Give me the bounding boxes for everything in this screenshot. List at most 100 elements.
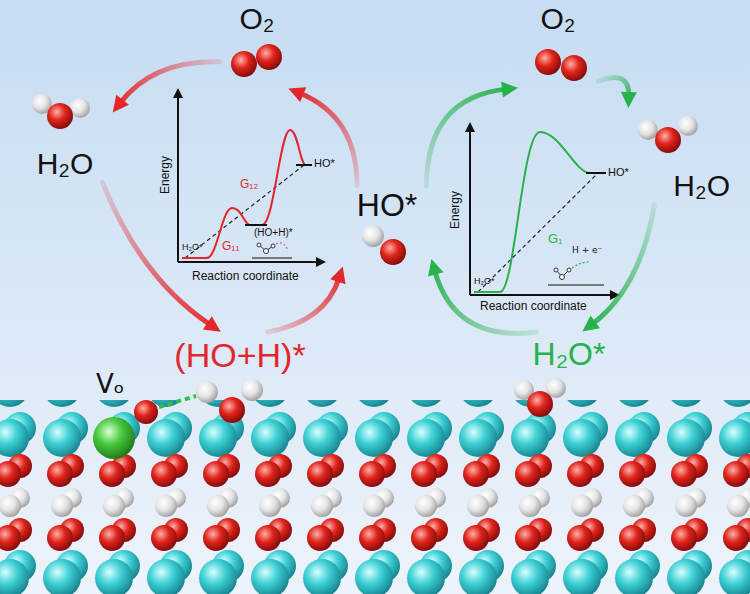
species-label: H₂O	[37, 147, 94, 180]
sketch-surface	[252, 257, 292, 259]
axis-arrow	[173, 88, 183, 98]
sketch-atom	[271, 244, 275, 248]
species-node: O₂	[520, 2, 596, 88]
axis	[178, 261, 318, 263]
atom	[638, 120, 658, 140]
sketch-atom	[560, 275, 565, 280]
atom	[655, 127, 681, 153]
atom	[70, 98, 90, 118]
atom	[362, 225, 384, 247]
axis	[177, 96, 179, 262]
vacancy-sphere	[93, 417, 135, 459]
species-node: (HO+H)*	[140, 334, 340, 378]
cycle-arrow	[426, 82, 518, 186]
species-label: O₂	[240, 2, 275, 35]
axis-label: Reaction coordinate	[192, 270, 299, 283]
sketch-atom	[554, 268, 558, 272]
arrow-line	[426, 89, 506, 186]
species-label: HO*	[357, 188, 417, 223]
atom	[380, 239, 406, 265]
species-label: H₂O	[673, 169, 730, 202]
axis-arrow	[316, 257, 326, 267]
sketch-surface	[548, 284, 604, 286]
axis-label: Reaction coordinate	[480, 300, 587, 313]
axis	[469, 130, 471, 295]
arrowhead	[621, 92, 637, 108]
cycle-arrow	[113, 62, 220, 113]
arrowhead	[582, 315, 600, 331]
cycle-arrow	[598, 77, 637, 108]
species-label: O₂	[541, 2, 576, 35]
level-label: H₂O*	[474, 277, 495, 287]
species-label: (HO+H)*	[174, 337, 305, 374]
atom	[678, 116, 698, 136]
adsorbate-right	[514, 378, 566, 417]
surface-slab	[0, 400, 750, 594]
energy-plot-left	[173, 88, 326, 267]
level-label: HO*	[314, 157, 335, 169]
sketch-atom	[257, 243, 261, 247]
species-node: H₂O*	[514, 334, 624, 376]
arrowhead	[113, 95, 129, 113]
arrow-line	[268, 278, 340, 332]
arrowhead	[203, 316, 221, 332]
species-node: H₂O	[630, 110, 734, 202]
atom	[561, 55, 587, 81]
cycle-arrow	[102, 182, 220, 331]
level-label: (HO+H)*	[254, 227, 293, 238]
vacancy-label: Vₒ	[96, 370, 125, 399]
h-atom	[241, 379, 263, 401]
o-atom	[527, 391, 553, 417]
dashed-bond	[159, 396, 196, 407]
axis	[470, 294, 612, 296]
cycle-arrow	[428, 259, 536, 333]
species-node: HO*	[345, 188, 429, 268]
energy-label: G₁	[548, 232, 563, 246]
sketch-label: H + e⁻	[572, 246, 602, 256]
arrow-line	[300, 93, 358, 186]
axis-label: Energy	[449, 191, 462, 229]
sketch-arc	[572, 262, 590, 268]
arrowhead	[501, 82, 518, 98]
energy-curve	[182, 130, 306, 258]
o-atom	[219, 397, 245, 423]
species-label: H₂O*	[533, 337, 606, 372]
sketch-atom	[567, 268, 571, 272]
dashed-line	[185, 165, 304, 258]
adsorbate-left	[134, 379, 263, 424]
arrow-line	[120, 62, 219, 103]
axis-label: Energy	[159, 156, 172, 194]
atom	[535, 49, 561, 75]
atom	[47, 103, 73, 129]
atom	[256, 44, 282, 70]
species-node: H₂O	[20, 90, 110, 180]
energy-curve	[474, 132, 590, 292]
o-atom	[134, 400, 158, 424]
cycle-arrow	[288, 87, 357, 185]
dashed-line	[478, 173, 598, 292]
cycle-arrow	[582, 205, 654, 332]
arrow-line	[102, 182, 210, 325]
axis-arrow	[465, 122, 475, 132]
sketch-atom	[264, 249, 269, 254]
species-node: O₂	[222, 2, 292, 86]
h-atom	[196, 381, 218, 403]
energy-label: G₁₁	[222, 240, 239, 253]
level-line	[245, 224, 267, 226]
atom	[231, 51, 257, 77]
arrow-line	[592, 205, 654, 325]
energy-label: G₁₂	[240, 178, 258, 191]
sketch-arc	[276, 243, 288, 251]
arrowhead	[330, 267, 345, 285]
level-label: H₂O*	[182, 243, 203, 253]
arrowhead	[288, 87, 306, 102]
level-label: HO*	[608, 166, 629, 178]
level-line	[586, 172, 606, 174]
arrowhead	[428, 259, 443, 277]
energy-plot-right	[465, 122, 620, 300]
level-line	[296, 164, 312, 166]
